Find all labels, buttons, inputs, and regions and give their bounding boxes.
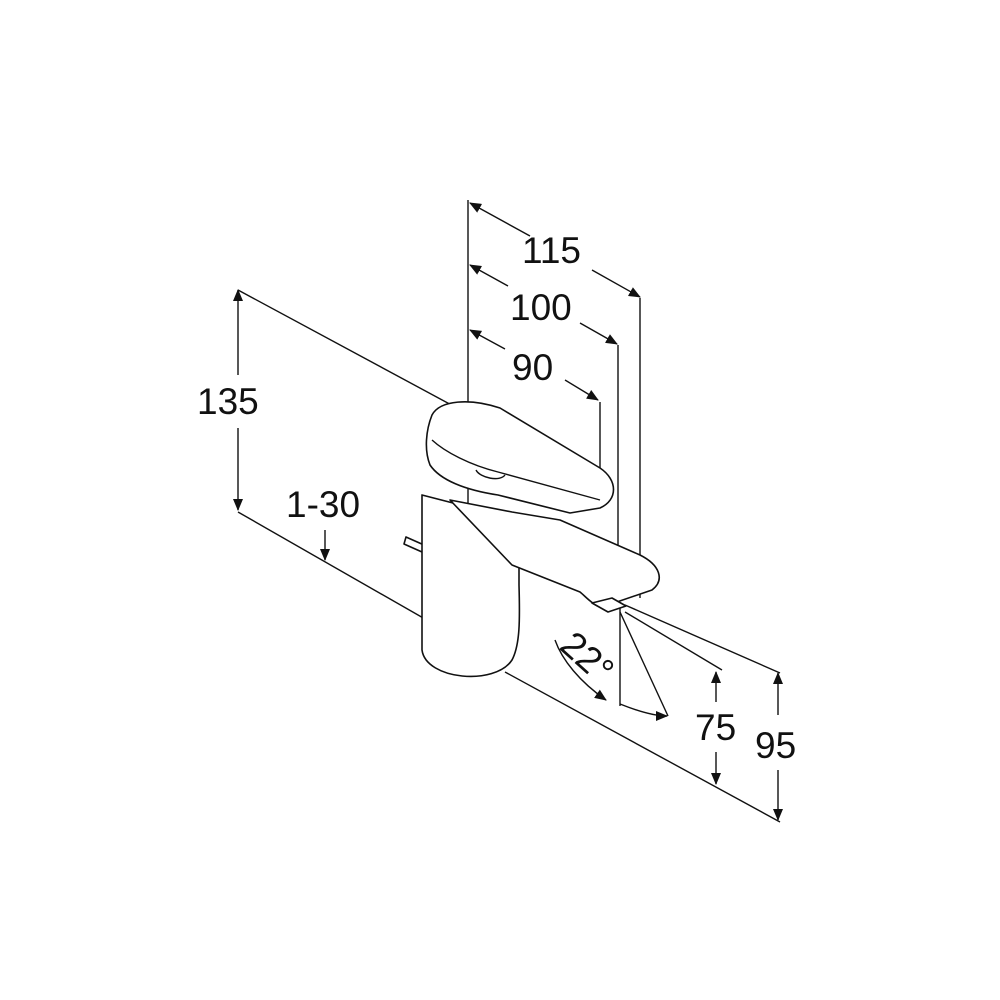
pop-up-rod — [403, 536, 425, 553]
vertical-dimension-lines — [233, 289, 783, 821]
dim-22-degree-label: 22° — [553, 623, 622, 691]
spout — [449, 499, 660, 607]
dim-1-30-label: 1-30 — [286, 484, 360, 525]
lever-handle — [425, 401, 615, 514]
top-dimension-lines — [469, 202, 641, 401]
dim-100-label: 100 — [510, 287, 572, 328]
dim-95-label: 95 — [755, 725, 796, 766]
swivel-angle-arc — [554, 611, 669, 721]
faucet-body — [403, 401, 660, 678]
dim-75-label: 75 — [695, 707, 736, 748]
dim-90-label: 90 — [512, 347, 553, 388]
spout-outlet — [591, 597, 627, 613]
dim-115-label: 115 — [522, 230, 581, 271]
dim-135-label: 135 — [197, 381, 259, 422]
